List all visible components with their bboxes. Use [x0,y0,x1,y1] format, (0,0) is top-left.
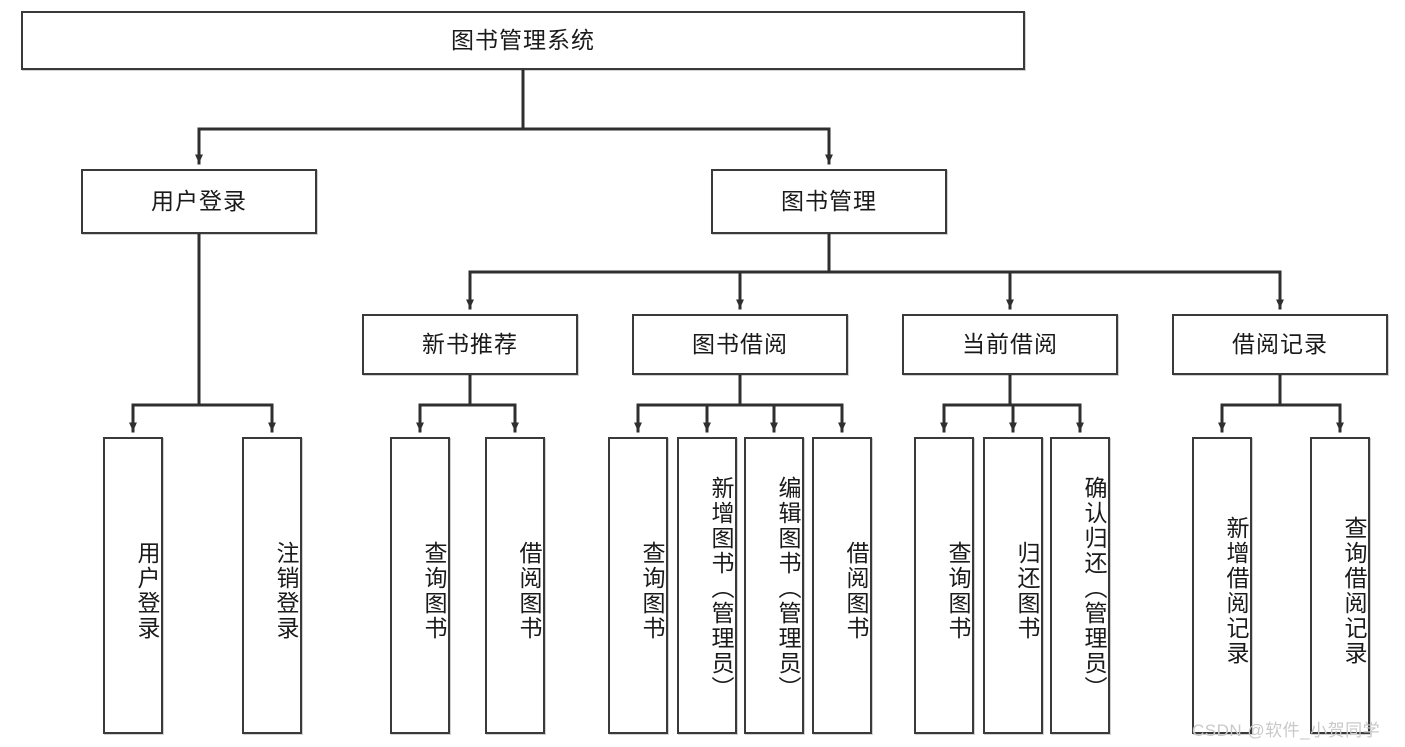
leaf-query-book-recommend[interactable]: 查询图书 [390,437,450,734]
leaf-add-book-admin[interactable]: 新增图书（管理员） [677,437,737,734]
csdn-watermark: CSDN @软件_小贺同学 [1192,721,1381,740]
node-label: 查询图书 [639,540,665,641]
node-label: 编辑图书（管理员） [775,476,801,701]
leaf-query-book-borrow[interactable]: 查询图书 [608,437,668,734]
leaf-edit-book-admin[interactable]: 编辑图书（管理员） [744,437,804,734]
node-label: 借阅图书 [843,540,869,641]
node-user-login[interactable]: 用户登录 [81,169,317,234]
node-label: 图书借阅 [692,330,788,357]
node-book-management[interactable]: 图书管理 [711,169,947,234]
node-label: 归还图书 [1014,540,1040,641]
node-label: 新书推荐 [422,330,518,357]
node-label: 查询图书 [945,540,971,641]
node-label: 新增借阅记录 [1223,515,1249,666]
node-label: 确认归还（管理员） [1081,476,1107,701]
leaf-query-book-current[interactable]: 查询图书 [914,437,974,734]
leaf-borrow-book-recommend[interactable]: 借阅图书 [485,437,545,734]
node-root[interactable]: 图书管理系统 [21,11,1025,70]
node-label: 新增图书（管理员） [708,476,734,701]
node-label: 当前借阅 [962,330,1058,357]
node-label: 查询图书 [421,540,447,641]
leaf-user-login[interactable]: 用户登录 [103,437,163,734]
leaf-query-borrow-record[interactable]: 查询借阅记录 [1310,437,1370,734]
leaf-logout[interactable]: 注销登录 [242,437,302,734]
node-book-borrow[interactable]: 图书借阅 [632,314,848,375]
node-new-book-recommend[interactable]: 新书推荐 [362,314,578,375]
node-label: 查询借阅记录 [1341,515,1367,666]
node-label: 用户登录 [151,187,247,214]
leaf-confirm-return-admin[interactable]: 确认归还（管理员） [1050,437,1110,734]
node-borrow-record[interactable]: 借阅记录 [1172,314,1388,375]
node-label: 借阅图书 [516,540,542,641]
leaf-return-book[interactable]: 归还图书 [983,437,1043,734]
node-current-borrow[interactable]: 当前借阅 [902,314,1118,375]
node-label: 借阅记录 [1232,330,1328,357]
leaf-borrow-book[interactable]: 借阅图书 [812,437,872,734]
leaf-add-borrow-record[interactable]: 新增借阅记录 [1192,437,1252,734]
node-label: 用户登录 [134,540,160,641]
node-label: 注销登录 [273,540,299,641]
node-label: 图书管理 [781,187,877,214]
node-label: 图书管理系统 [451,26,595,53]
